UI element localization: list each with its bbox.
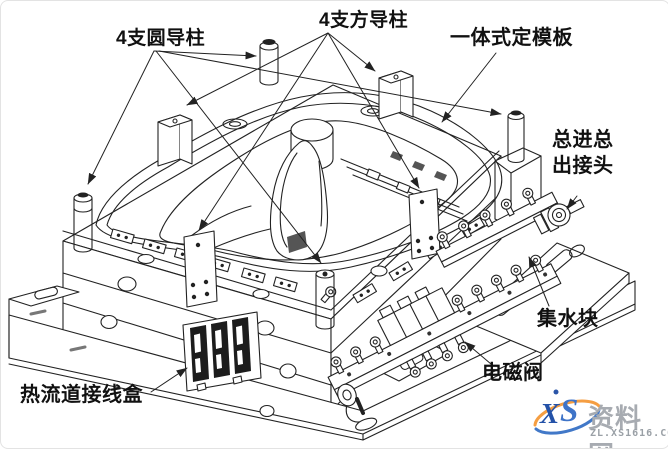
label-round-guide-pillars: 4支圆导柱 [116, 28, 206, 49]
solenoid-coils [406, 334, 469, 378]
hot-runner-junction-box [182, 311, 262, 392]
round-guide-pillar-front [315, 269, 335, 330]
label-hot-runner-junction-box: 热流道接线盒 [20, 384, 143, 406]
square-guide-block-left [157, 114, 193, 167]
watermark-logo-x: X [540, 398, 560, 430]
watermark-logo-s: S [560, 393, 579, 429]
hose-elbow-fittings [318, 284, 378, 431]
round-guide-pillar-right [507, 110, 525, 164]
interlock-strap-left [183, 230, 218, 308]
label-solenoid-valve: 电磁阀 [482, 362, 544, 384]
mold-bottom-plate [8, 280, 636, 441]
main-inlet-outlet-coupling [532, 199, 585, 235]
interlock-strap-right [408, 188, 441, 260]
label-integrated-fixed-plate: 一体式定模板 [450, 27, 573, 49]
square-guide-block-right [378, 70, 414, 120]
round-guide-pillar-back [259, 39, 279, 86]
label-square-guide-pillars: 4支方导柱 [319, 10, 409, 31]
water-manifold-main-row [327, 252, 562, 398]
watermark-url: ZL.XS1616.COM [590, 428, 668, 439]
mold-cavity [95, 92, 503, 272]
solenoid-valve-block [377, 286, 456, 346]
round-guide-pillar-left [73, 192, 93, 253]
water-manifold-back-row [434, 186, 561, 268]
label-water-manifold-block: 集水块 [537, 308, 599, 330]
watermark: X S 资料网 ZL.XS1616.COM [529, 387, 668, 448]
watermark-site-name: 资料网 [588, 403, 643, 448]
watermark-swoosh-icon [533, 389, 601, 435]
leader-lines [87, 32, 578, 393]
label-main-inlet-outlet-coupling: 总进总 出接头 [552, 129, 614, 177]
